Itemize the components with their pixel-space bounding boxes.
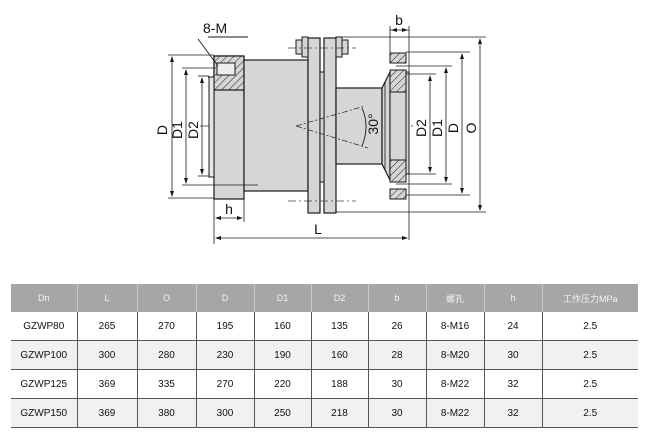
column-header: Dn: [11, 284, 78, 312]
table-cell: GZWP150: [11, 398, 78, 428]
table-cell: GZWP125: [11, 369, 78, 399]
table-cell: 135: [310, 312, 369, 341]
table-cell: 26: [367, 312, 427, 341]
table-cell: 270: [136, 312, 197, 341]
column-header: D2: [310, 284, 369, 312]
dim-D1-left: D1: [169, 121, 185, 139]
dim-b: b: [395, 12, 403, 28]
table-cell: 218: [310, 398, 369, 428]
table-row: GZWP80 265 270 195 160 135 26 8-M16 24 2…: [11, 312, 638, 341]
technical-drawing: 30° 8-M D D1 D2: [154, 12, 486, 244]
table-cell: 2.5: [541, 312, 638, 341]
dim-h: h: [225, 201, 233, 217]
table-cell: 24: [483, 312, 543, 341]
table-cell: 300: [76, 340, 138, 370]
table-cell: 2.5: [541, 398, 638, 428]
column-header: 螺孔: [425, 284, 485, 312]
table-cell: 8-M20: [425, 340, 485, 370]
table-cell: 220: [253, 369, 312, 399]
left-flange: [208, 55, 245, 200]
table-cell: 335: [136, 369, 197, 399]
table-row: GZWP100 300 280 230 190 160 28 8-M20 30 …: [11, 340, 638, 370]
table-cell: 280: [136, 340, 197, 370]
table-cell: 190: [253, 340, 312, 370]
dim-D1-right: D1: [429, 119, 445, 137]
table-row: GZWP150 369 380 300 250 218 30 8-M22 32 …: [11, 398, 638, 428]
column-header: D: [195, 284, 255, 312]
table-cell: 30: [367, 398, 427, 428]
table-cell: 230: [195, 340, 255, 370]
column-header: b: [367, 284, 427, 312]
table-cell: 30: [483, 340, 543, 370]
column-header: L: [76, 284, 138, 312]
table-cell: 369: [76, 369, 138, 399]
table-cell: 30: [367, 369, 427, 399]
spec-table: Dn L O D D1 D2 b 螺孔 h 工作压力MPa GZWP80 265…: [11, 284, 638, 428]
angle-label: 30°: [365, 113, 381, 134]
dim-D2-left: D2: [185, 121, 201, 139]
table-row: GZWP125 369 335 270 220 188 30 8-M22 32 …: [11, 369, 638, 399]
left-dimensions: [168, 54, 258, 199]
dim-D-right: D: [445, 123, 461, 133]
table-cell: 195: [195, 312, 255, 341]
coupling-plates: [307, 37, 337, 214]
table-cell: 32: [483, 369, 543, 399]
bolt-holes-label: 8-M: [203, 20, 227, 36]
table-header-row: Dn L O D D1 D2 b 螺孔 h 工作压力MPa: [11, 284, 638, 312]
table-cell: 380: [136, 398, 197, 428]
dim-D2-right: D2: [413, 119, 429, 137]
table-cell: 2.5: [541, 369, 638, 399]
table-cell: 28: [367, 340, 427, 370]
dim-L: L: [314, 221, 322, 237]
column-header: O: [136, 284, 197, 312]
right-reducer: [335, 71, 391, 181]
right-dimensions: [213, 26, 486, 244]
table-cell: 32: [483, 398, 543, 428]
dim-D-left: D: [154, 125, 170, 135]
table-cell: 8-M22: [425, 369, 485, 399]
table-cell: 270: [195, 369, 255, 399]
table-cell: 160: [310, 340, 369, 370]
table-cell: GZWP80: [11, 312, 78, 341]
right-flange: [389, 52, 410, 200]
table-cell: 2.5: [541, 340, 638, 370]
table-cell: 8-M22: [425, 398, 485, 428]
table-cell: GZWP100: [11, 340, 78, 370]
dim-O: O: [463, 122, 479, 133]
table-cell: 250: [253, 398, 312, 428]
column-header: h: [483, 284, 543, 312]
table-cell: 160: [253, 312, 312, 341]
column-header: 工作压力MPa: [541, 284, 638, 312]
column-header: D1: [253, 284, 312, 312]
table-cell: 300: [195, 398, 255, 428]
table-cell: 8-M16: [425, 312, 485, 341]
table-cell: 369: [76, 398, 138, 428]
angle-indicator: [295, 105, 369, 149]
table-cell: 188: [310, 369, 369, 399]
table-cell: 265: [76, 312, 138, 341]
